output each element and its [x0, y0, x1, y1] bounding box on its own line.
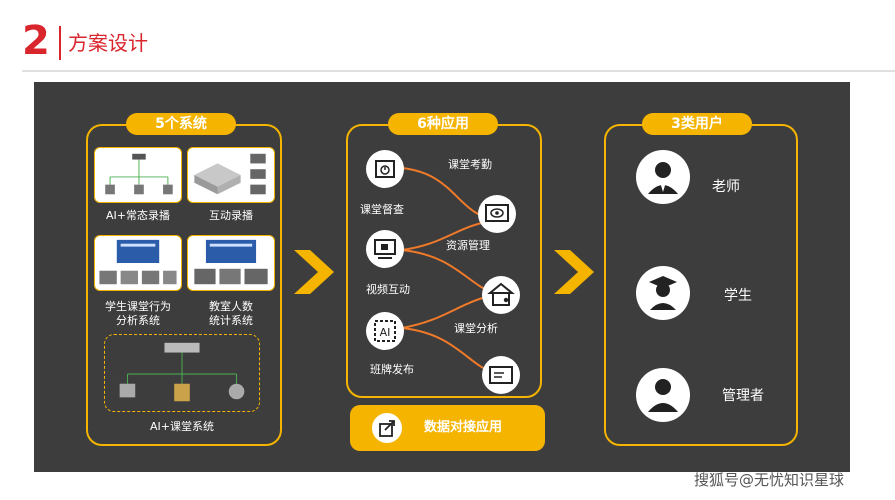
caption-ai-classroom: AI+课堂系统 [150, 420, 214, 433]
data-integration-button[interactable]: 数据对接应用 [350, 405, 545, 451]
data-integration-label: 数据对接应用 [424, 420, 503, 435]
thumb-interactive-recording [187, 147, 275, 203]
calendar-clock-icon [366, 150, 404, 188]
thumb-ai-recording [94, 147, 182, 203]
caption-headcount: 教室人数 统计系统 [209, 300, 253, 327]
users-title: 3类用户 [642, 113, 752, 135]
user-student: 学生 [724, 288, 752, 304]
teacher-icon [636, 150, 690, 204]
caption-interactive-recording: 互动录播 [209, 209, 253, 222]
app-attendance: 课堂考勤 [448, 158, 492, 171]
eye-gear-icon [478, 195, 516, 233]
app-video-interaction: 视频互动 [366, 283, 410, 296]
manager-icon [636, 368, 690, 422]
users-box [604, 124, 798, 446]
user-teacher: 老师 [712, 179, 740, 195]
chevron-right-icon [554, 250, 594, 294]
student-icon [636, 266, 690, 320]
video-camera-icon [366, 230, 404, 268]
app-resource: 资源管理 [446, 239, 490, 252]
home-users-icon [482, 276, 520, 314]
external-link-icon [372, 413, 402, 443]
systems-title: 5个系统 [126, 113, 236, 135]
slide-header: 2 方案设计 [0, 0, 895, 82]
caption-ai-recording: AI+常态录播 [106, 209, 170, 222]
header-divider [59, 26, 61, 60]
chevron-right-icon [294, 250, 334, 294]
app-analysis: 课堂分析 [454, 322, 498, 335]
thumb-headcount [187, 235, 275, 291]
app-signboard: 班牌发布 [370, 363, 414, 376]
apps-title: 6种应用 [388, 113, 498, 135]
svg-text:AI: AI [380, 326, 391, 339]
thumb-behavior-analysis [94, 235, 182, 291]
section-number: 2 [22, 18, 50, 64]
signboard-icon [482, 356, 520, 394]
watermark: 搜狐号@无忧知识星球 [694, 471, 845, 489]
caption-behavior-analysis: 学生课堂行为 分析系统 [105, 300, 171, 327]
section-title: 方案设计 [68, 31, 148, 55]
app-supervision: 课堂督查 [360, 203, 404, 216]
user-manager: 管理者 [722, 388, 764, 404]
ai-analysis-icon: AI [366, 312, 404, 350]
ai-classroom-frame [104, 334, 260, 412]
header-rule [22, 70, 895, 72]
